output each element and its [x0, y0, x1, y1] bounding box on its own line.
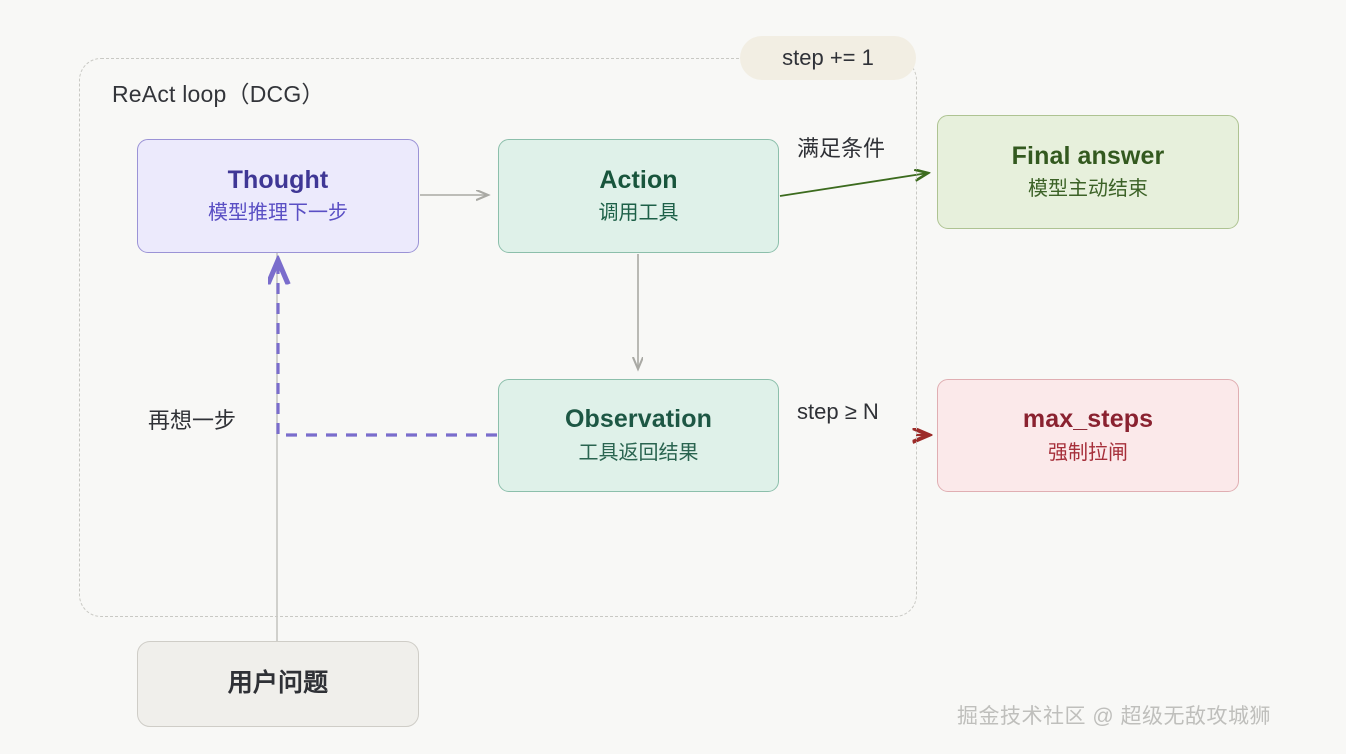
react-loop-container: [79, 58, 917, 617]
node-thought-subtitle: 模型推理下一步: [208, 202, 348, 225]
node-observation-title: Observation: [565, 405, 712, 434]
node-final-answer[interactable]: Final answer 模型主动结束: [937, 115, 1239, 229]
step-increment-badge: step += 1: [740, 36, 916, 80]
node-max-steps[interactable]: max_steps 强制拉闸: [937, 379, 1239, 492]
node-max-steps-subtitle: 强制拉闸: [1048, 441, 1128, 464]
node-thought-title: Thought: [227, 165, 329, 194]
node-final-answer-title: Final answer: [1011, 141, 1165, 170]
edge-label-condition-met: 满足条件: [797, 136, 886, 161]
node-observation[interactable]: Observation 工具返回结果: [498, 379, 779, 492]
node-thought[interactable]: Thought 模型推理下一步: [137, 139, 419, 253]
edge-label-step-limit: step ≥ N: [797, 399, 879, 424]
node-user-question[interactable]: 用户问题: [137, 641, 419, 727]
step-increment-label: step += 1: [782, 45, 874, 70]
react-loop-label: ReAct loop（DCG）: [112, 81, 325, 107]
node-action-subtitle: 调用工具: [598, 202, 679, 225]
edge-label-think-again: 再想一步: [148, 408, 237, 433]
node-user-question-title: 用户问题: [227, 669, 329, 698]
node-final-answer-subtitle: 模型主动结束: [1028, 178, 1148, 201]
node-max-steps-title: max_steps: [1022, 405, 1154, 434]
node-observation-subtitle: 工具返回结果: [578, 441, 699, 464]
watermark: 掘金技术社区 @ 超级无敌攻城狮: [957, 705, 1271, 728]
node-action-title: Action: [599, 165, 678, 194]
node-action[interactable]: Action 调用工具: [498, 139, 779, 253]
